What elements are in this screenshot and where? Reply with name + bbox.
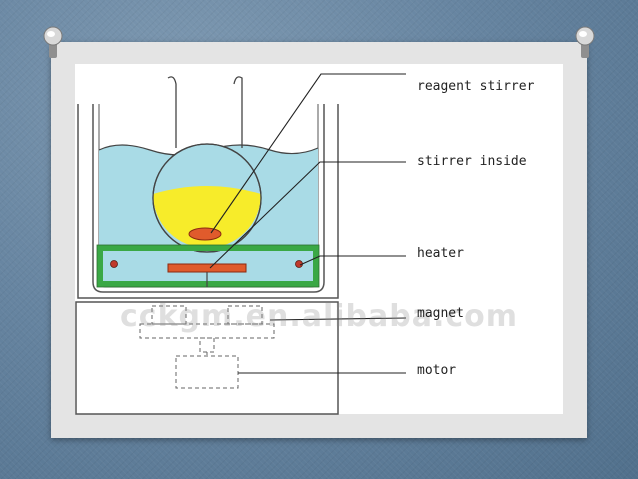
label-motor: motor — [417, 363, 457, 378]
heater-frame — [97, 245, 319, 287]
leader-lines — [209, 73, 407, 374]
outer-casing — [77, 104, 339, 299]
heater-bolt-left-icon — [110, 260, 118, 268]
pushpin-top-left-icon — [43, 26, 63, 58]
bath-wall — [92, 104, 325, 293]
magnet-assembly — [139, 305, 275, 353]
watermark-text: cckgm.en.alibaba.com — [120, 299, 519, 334]
flask-outline — [152, 143, 262, 253]
flask-neck-right — [233, 76, 243, 148]
pushpin-top-right-icon — [575, 26, 595, 58]
stirrer-bar — [167, 263, 247, 273]
leader-stirrer-inside — [209, 161, 406, 269]
heater-frame-edge — [96, 244, 320, 288]
motor-housing — [175, 355, 239, 389]
flask-liquid — [153, 186, 261, 248]
label-reagent-stirrer: reagent stirrer — [417, 79, 535, 94]
base-unit — [75, 301, 339, 415]
leader-magnet — [269, 317, 407, 321]
label-heater: heater — [417, 246, 464, 261]
leader-heater — [299, 255, 406, 266]
label-magnet: magnet — [417, 306, 464, 321]
label-stirrer-inside: stirrer inside — [417, 154, 527, 169]
leader-reagent-stirrer — [210, 73, 406, 234]
stirrer-inside-bar — [188, 227, 222, 241]
flask-neck-left — [167, 76, 177, 148]
